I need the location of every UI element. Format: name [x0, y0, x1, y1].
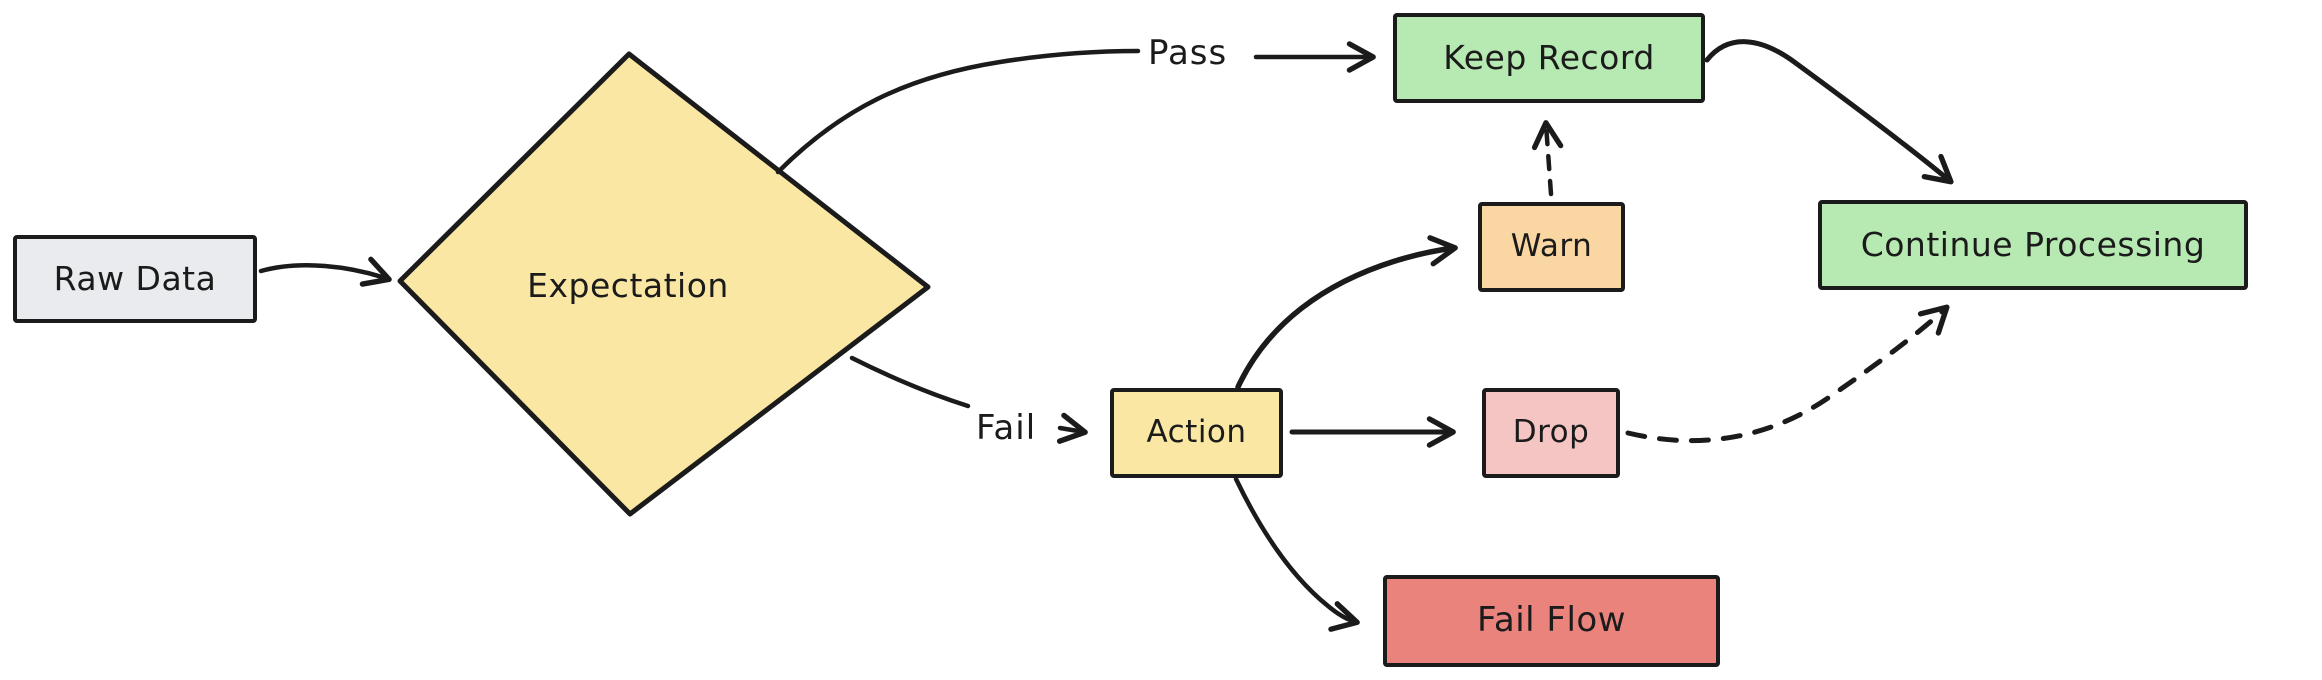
node-drop-label: Drop	[1512, 414, 1590, 450]
node-fail-flow-label: Fail Flow	[1476, 600, 1627, 640]
node-fail-flow: Fail Flow	[1383, 575, 1720, 667]
node-keep-record-label: Keep Record	[1443, 37, 1655, 77]
edge-action-warn	[1235, 235, 1458, 390]
edge-label-fail: Fail	[970, 408, 1043, 448]
node-expectation-label: Expectation	[527, 265, 729, 305]
node-drop: Drop	[1482, 388, 1620, 478]
edge-keeprecord-continue	[1704, 39, 1954, 185]
edge-expectation-fail-curve	[849, 355, 971, 409]
node-expectation-label-wrap: Expectation	[508, 262, 748, 308]
node-raw-data-label: Raw Data	[53, 258, 217, 298]
node-action: Action	[1110, 388, 1283, 478]
node-action-label: Action	[1146, 414, 1247, 450]
edge-action-failflow	[1233, 476, 1360, 632]
node-expectation-diamond	[397, 51, 931, 517]
node-warn-label: Warn	[1510, 228, 1593, 264]
edge-rawdata-expectation	[258, 256, 392, 287]
edge-drop-continue-dashed	[1625, 304, 1950, 444]
edge-fail-action	[1056, 412, 1088, 444]
node-raw-data: Raw Data	[13, 235, 257, 323]
node-continue-processing-label: Continue Processing	[1860, 224, 2206, 264]
edge-label-pass: Pass	[1142, 33, 1234, 73]
edge-expectation-pass-curve	[775, 48, 1141, 175]
node-warn: Warn	[1478, 202, 1625, 292]
node-keep-record: Keep Record	[1393, 13, 1705, 103]
node-continue-processing: Continue Processing	[1818, 200, 2248, 290]
edge-warn-keeprecord-dashed	[1531, 120, 1564, 197]
